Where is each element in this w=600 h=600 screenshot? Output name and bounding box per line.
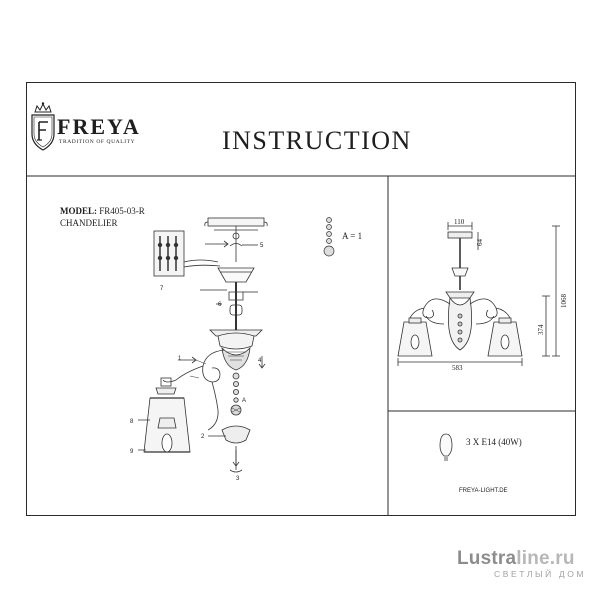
watermark: Lustraline.ru [457,549,575,569]
brand-name: FREYA [57,114,141,139]
brand-logo [24,100,164,160]
dim-width: 583 [452,364,463,372]
callout-7: 7 [160,286,164,292]
dim-top-width: 110 [454,218,465,226]
dim-total-height: 1068 [560,294,568,309]
crystal-count-label: A = 1 [342,231,363,241]
model-label: MODEL: [60,206,97,216]
callout-5: 5 [260,243,264,249]
model-value: FR405-03-R [99,206,145,216]
callout-2: 2 [201,434,205,440]
page-title: INSTRUCTION [222,126,412,155]
model-line: MODEL: FR405-03-R [60,207,145,216]
dim-body-height: 374 [537,324,545,335]
watermark-part1: Lustra [457,548,517,569]
callout-4: 4 [258,358,262,364]
product-type: CHANDELIER [60,218,118,228]
callout-6: 6 [218,302,222,308]
dim-top-height: 64 [476,239,484,247]
watermark-subtitle: СВЕТЛЫЙ ДОМ [494,569,587,579]
callout-8: 8 [130,419,134,425]
callout-1: 1 [178,356,182,362]
instruction-frame [26,82,576,516]
callout-9: 9 [130,449,134,455]
callout-a: A [242,398,246,404]
callout-3: 3 [236,476,240,482]
watermark-part2: line.ru [516,548,575,569]
lamp-spec: 3 X E14 (40W) [466,437,522,447]
crown-shield-icon [31,102,55,151]
brand-tagline: TRADITION OF QUALITY [59,139,136,145]
website-text: FREYA-LIGHT.DE [459,488,508,494]
